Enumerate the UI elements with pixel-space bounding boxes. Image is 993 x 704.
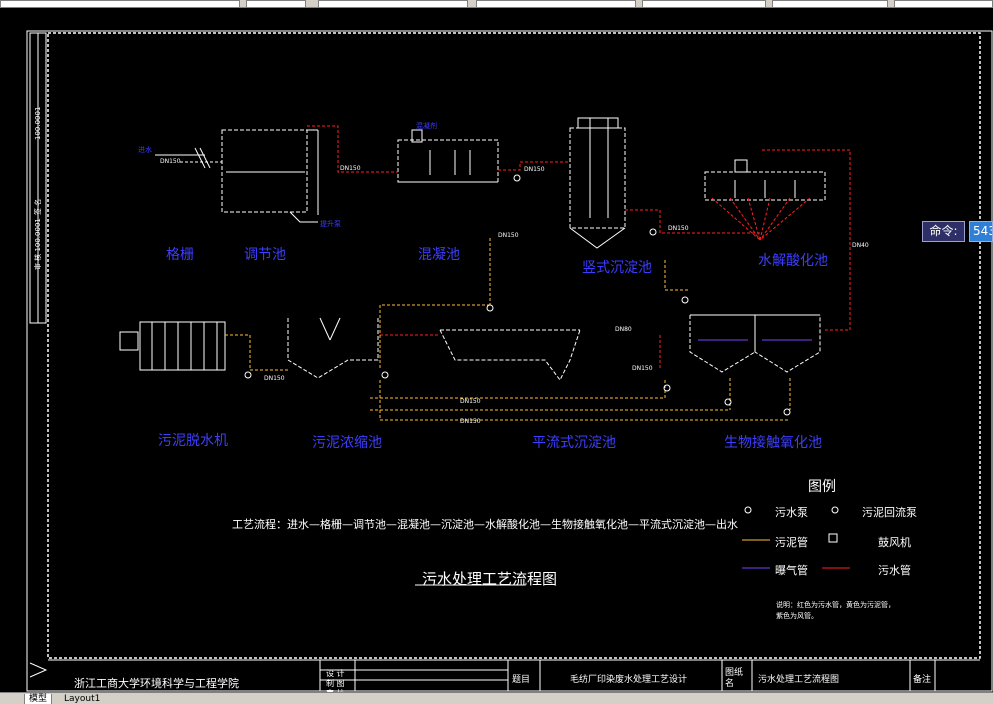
label-coag-tank: 混凝池 (418, 247, 460, 263)
tb-draw: 制 图 (326, 679, 345, 688)
drawing-canvas[interactable]: 100.0001 签 名 审 核 100.0001 进水 DN150 提升泵 混… (0, 8, 993, 698)
svg-text:100.0001: 100.0001 (34, 107, 42, 140)
pipe-label: DN150 (340, 165, 361, 172)
pipe-label: DN150 (524, 166, 545, 173)
toolbar-dropdown-linetype[interactable] (318, 0, 468, 8)
outer-frame (26, 30, 993, 692)
cad-drawing: 100.0001 签 名 审 核 100.0001 进水 DN150 提升泵 混… (26, 30, 993, 692)
toolbar-dropdown-plot[interactable] (772, 0, 888, 8)
legend-aeration-pipe: 曝气管 (775, 564, 808, 577)
svg-text:审 核 100.0001: 审 核 100.0001 (33, 218, 42, 270)
legend-sludge-pipe: 污泥管 (775, 536, 808, 549)
pipe-label: DN150 (264, 375, 285, 382)
svg-text:DN150: DN150 (160, 158, 181, 165)
label-bio-contact: 生物接触氧化池 (724, 435, 822, 451)
bio-contact-tanks (689, 314, 821, 373)
toolbar-dropdown-lineweight[interactable] (476, 0, 636, 8)
pipe-label: DN40 (852, 242, 869, 249)
sewage-pipe-line (307, 125, 762, 370)
tb-subject-label: 题目 (512, 675, 531, 685)
legend-title: 图例 (808, 479, 836, 495)
svg-text:签 名: 签 名 (33, 199, 42, 215)
command-prompt: 命令: (922, 221, 965, 242)
grille-adjust-unit (155, 129, 319, 223)
process-flow-text: 工艺流程：进水—格栅—调节池—混凝池—沉淀池—水解酸化池—生物接触氧化池—平流式… (232, 518, 738, 531)
tb-subject: 毛纺厂印染废水处理工艺设计 (570, 675, 688, 685)
tb-drawing-name: 污水处理工艺流程图 (758, 675, 840, 685)
tb-drawing-name-label: 图纸名 (725, 668, 744, 689)
label-sludge-press: 污泥脱水机 (158, 433, 228, 449)
svg-text:进水: 进水 (138, 145, 152, 154)
sludge-thickener (287, 317, 379, 379)
legend-return-pump: 污泥回流泵 (862, 506, 917, 519)
toolbar-dropdown-layer[interactable] (0, 0, 240, 8)
coag-tank (397, 129, 499, 183)
label-vertical-settler: 竖式沉淀池 (582, 260, 652, 276)
legend-note: 说明：红色为污水管，黄色为污泥管，紫色为风管。 (776, 601, 895, 620)
tb-design: 设 计 (326, 669, 345, 678)
toolbar-buttons[interactable] (246, 0, 306, 8)
legend-sewage-pump: 污水泵 (775, 506, 808, 519)
label-sludge-thickener: 污泥浓缩池 (312, 435, 382, 451)
toolbar-dropdown-color[interactable] (642, 0, 766, 8)
command-input[interactable]: 543 (969, 221, 993, 242)
tab-layout1[interactable]: Layout1 (64, 694, 101, 704)
title-block-lines (48, 659, 980, 691)
tab-model[interactable]: 模型 (24, 694, 53, 704)
label-adjust-tank: 调节池 (244, 247, 286, 263)
pipe-label: DN150 (460, 418, 481, 425)
svg-text:混凝剂: 混凝剂 (416, 121, 437, 130)
layout-tabs: 模型 Layout1 (0, 692, 993, 704)
svg-text:提升泵: 提升泵 (320, 219, 341, 228)
pipe-label: DN80 (615, 326, 632, 333)
toolbar (0, 0, 993, 8)
horizontal-settler (439, 329, 581, 381)
vertical-settler (569, 117, 626, 249)
pipe-label: DN150 (668, 225, 689, 232)
tb-remark-label: 备注 (913, 675, 932, 685)
main-title: 污水处理工艺流程图 (422, 570, 558, 588)
pipe-label: DN150 (632, 365, 653, 372)
legend-sewage-pipe: 污水管 (878, 564, 911, 577)
sludge-press (119, 321, 226, 371)
tb-school: 浙江工商大学环境科学与工程学院 (74, 677, 239, 690)
inner-frame (47, 32, 981, 659)
legend-graphics (742, 506, 850, 569)
pumps (244, 174, 791, 416)
label-grille: 格栅 (166, 247, 194, 263)
hydrolysis-tank (704, 159, 826, 201)
label-hydrolysis: 水解酸化池 (758, 253, 828, 269)
legend-blower: 鼓风机 (878, 536, 911, 549)
pipe-label: DN150 (498, 232, 519, 239)
sludge-pipe-line (225, 238, 791, 421)
label-horizontal-settler: 平流式沉淀池 (532, 435, 616, 451)
pipe-label: DN150 (460, 398, 481, 405)
